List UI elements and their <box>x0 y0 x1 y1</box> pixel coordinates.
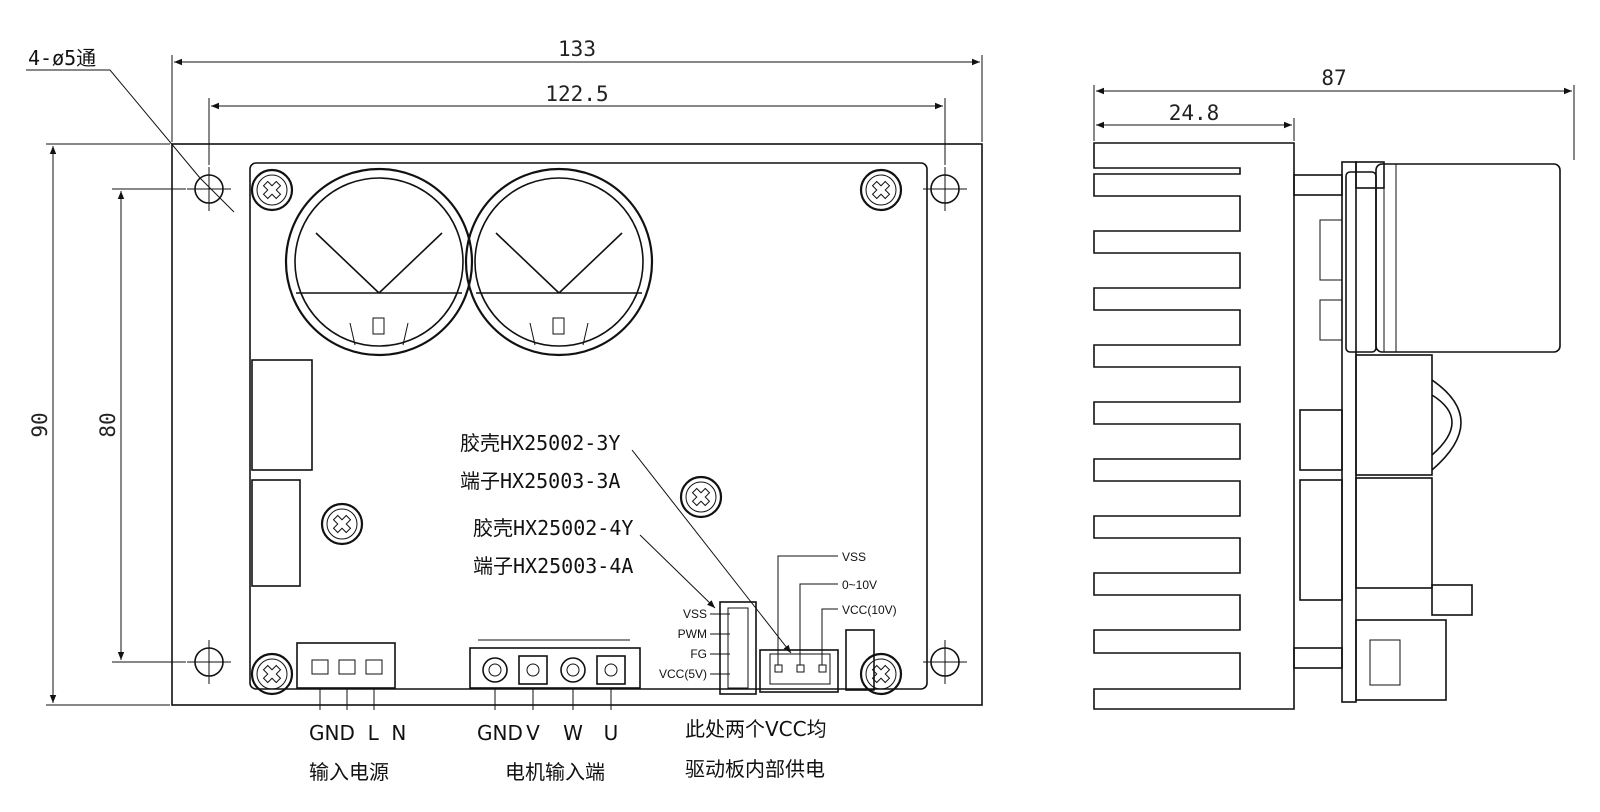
pin-label-vss-signal: VSS <box>683 607 707 621</box>
mounting-hole-bottom-right <box>922 639 968 685</box>
pcb-screw-bottom-left <box>250 652 294 696</box>
pcb-screw-top-left <box>250 168 294 212</box>
mounting-hole-top-right <box>922 166 968 212</box>
callout-leader-4pin <box>639 534 716 609</box>
pin-label-vcc5: VCC(5V) <box>659 667 707 681</box>
pcb-screw-mid-right <box>679 475 723 519</box>
front-dimensions <box>26 55 983 706</box>
pin-label-fg: FG <box>690 647 707 661</box>
mounting-hole-bottom-left <box>186 639 232 685</box>
width-holes-label: 122.5 <box>545 82 608 106</box>
pcb-screw-bottom-right <box>859 652 903 696</box>
capacitor-body-side <box>1375 163 1561 353</box>
motor-input-caption: 电机输入端 <box>505 760 605 784</box>
component-block-lower <box>251 479 301 587</box>
motor-pin-w: W <box>563 721 583 745</box>
standoff-bottom <box>1293 647 1343 669</box>
side-heatsink-label: 24.8 <box>1169 101 1220 125</box>
motor-output-terminal <box>469 639 641 710</box>
mounting-hole-top-left <box>186 166 232 212</box>
pin-label-analog: 0~10V <box>842 578 877 592</box>
pcb-screw-mid-left <box>320 502 364 546</box>
motor-pin-gnd: GND <box>477 721 523 745</box>
capacitor-side <box>1345 171 1377 353</box>
power-input-caption: 输入电源 <box>309 760 389 784</box>
control-connector-3pin <box>759 555 839 693</box>
base-plate <box>171 143 983 706</box>
pin-label-pwm: PWM <box>678 627 707 641</box>
capacitor-right <box>464 167 654 357</box>
power-pins-label: GND L N <box>309 721 406 745</box>
terminal-4a-label: 端子HX25003-4A <box>473 554 633 578</box>
pcb-edge <box>1341 161 1357 703</box>
housing-4y-label: 胶壳HX25002-4Y <box>473 516 633 540</box>
side-dimensions <box>1093 85 1575 160</box>
standoff-top <box>1293 174 1343 196</box>
terminal-side <box>1355 619 1447 701</box>
motor-pin-u: U <box>604 721 619 745</box>
note-line-1: 此处两个VCC均 <box>685 717 827 741</box>
pcb-screw-top-right <box>859 168 903 212</box>
heatsink-fins <box>1093 142 1295 710</box>
power-input-terminal <box>296 642 396 710</box>
component-block-upper <box>251 359 313 471</box>
signal-connector-4pin <box>710 601 757 695</box>
height-outer-label: 90 <box>28 412 52 437</box>
pin-label-vcc10: VCC(10V) <box>842 603 897 617</box>
front-view <box>171 143 983 710</box>
side-view <box>1093 142 1561 710</box>
pcb-outline <box>249 162 928 690</box>
housing-3y-label: 胶壳HX25002-3Y <box>460 431 620 455</box>
side-depth-label: 87 <box>1321 66 1346 90</box>
inductor-side <box>1355 354 1433 476</box>
callout-leader-3pin <box>631 449 792 654</box>
holes-dimension-label: 4-ø5通 <box>28 46 96 70</box>
note-line-2: 驱动板内部供电 <box>685 757 825 781</box>
component-small <box>845 629 875 691</box>
relay-side <box>1355 477 1433 589</box>
motor-pin-v: V <box>526 721 540 745</box>
capacitor-left <box>284 167 474 357</box>
pin-label-vss-control: VSS <box>842 550 866 564</box>
terminal-3a-label: 端子HX25003-3A <box>460 469 620 493</box>
height-holes-label: 80 <box>96 412 120 437</box>
width-outer-label: 133 <box>558 37 596 61</box>
